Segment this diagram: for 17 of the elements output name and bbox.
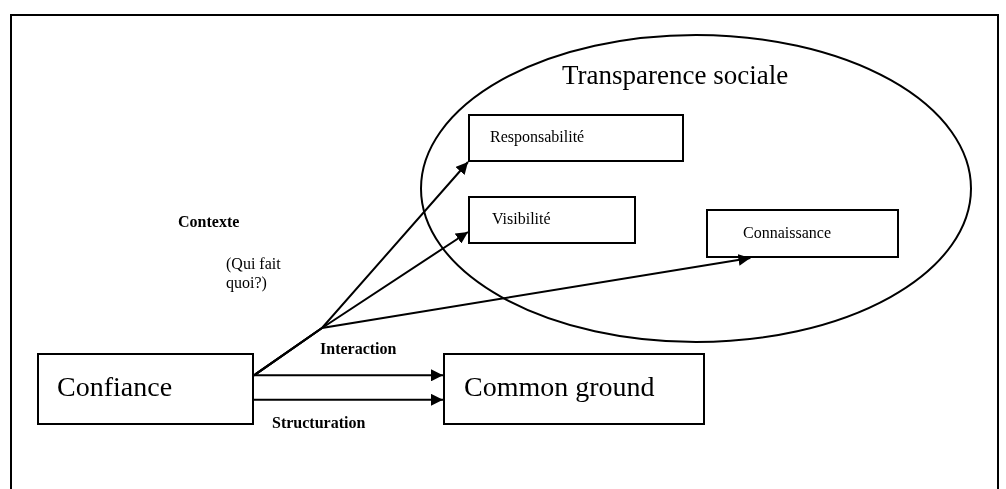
node-label: Visibilité [492,210,551,228]
node-label: Connaissance [743,224,831,242]
concept-box [468,196,636,244]
arrow [253,254,752,377]
node-label: Responsabilité [490,128,585,146]
concept-box [706,209,899,258]
context-heading: Contexte [178,212,241,232]
concept-box [37,353,254,425]
note-text: (Qui fait quoi?) [226,254,282,293]
node-label: Common ground [464,371,655,403]
group-ellipse [420,34,972,343]
arrow [253,369,444,382]
node-label: Confiance [57,371,173,403]
arrow [253,393,444,406]
concept-box [443,353,705,425]
concept-box [468,114,684,162]
group-title: Transparence sociale [562,60,789,91]
